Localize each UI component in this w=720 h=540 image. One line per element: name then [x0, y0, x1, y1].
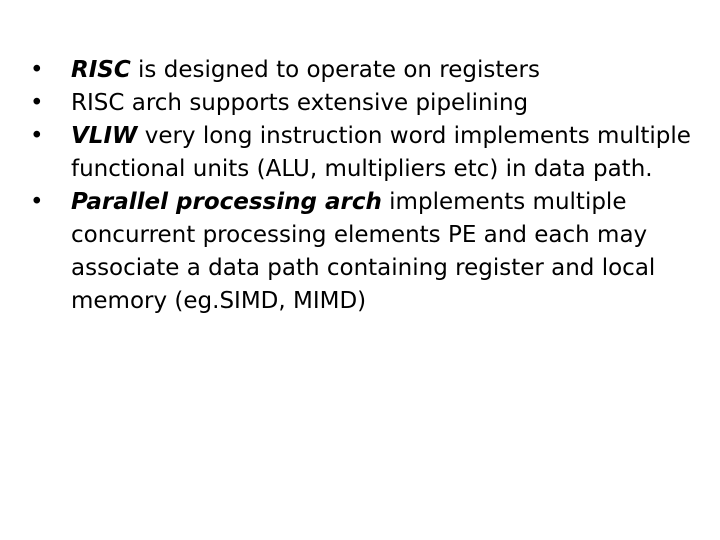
bullet-item-vliw: • VLIW very long instruction word implem… [30, 120, 700, 186]
bullet-item-parallel-processing: • Parallel processing arch implements mu… [30, 186, 700, 318]
bullet-text: implements multiple concurrent processin… [71, 189, 656, 314]
bullet-item-risc-registers: • RISC is designed to operate on registe… [30, 54, 700, 87]
bullet-list: • RISC is designed to operate on registe… [30, 54, 700, 318]
bullet-emphasis: Parallel processing arch [71, 189, 382, 215]
bullet-emphasis: RISC [71, 57, 131, 83]
bullet-dot-icon: • [30, 90, 44, 116]
bullet-emphasis: VLIW [71, 123, 138, 149]
bullet-text: very long instruction word implements mu… [71, 123, 691, 182]
bullet-text: RISC arch supports extensive pipelining [71, 90, 529, 116]
bullet-text: is designed to operate on registers [130, 57, 540, 83]
bullet-item-risc-pipelining: • RISC arch supports extensive pipelinin… [30, 87, 700, 120]
bullet-dot-icon: • [30, 189, 44, 215]
bullet-dot-icon: • [30, 57, 44, 83]
bullet-dot-icon: • [30, 123, 44, 149]
